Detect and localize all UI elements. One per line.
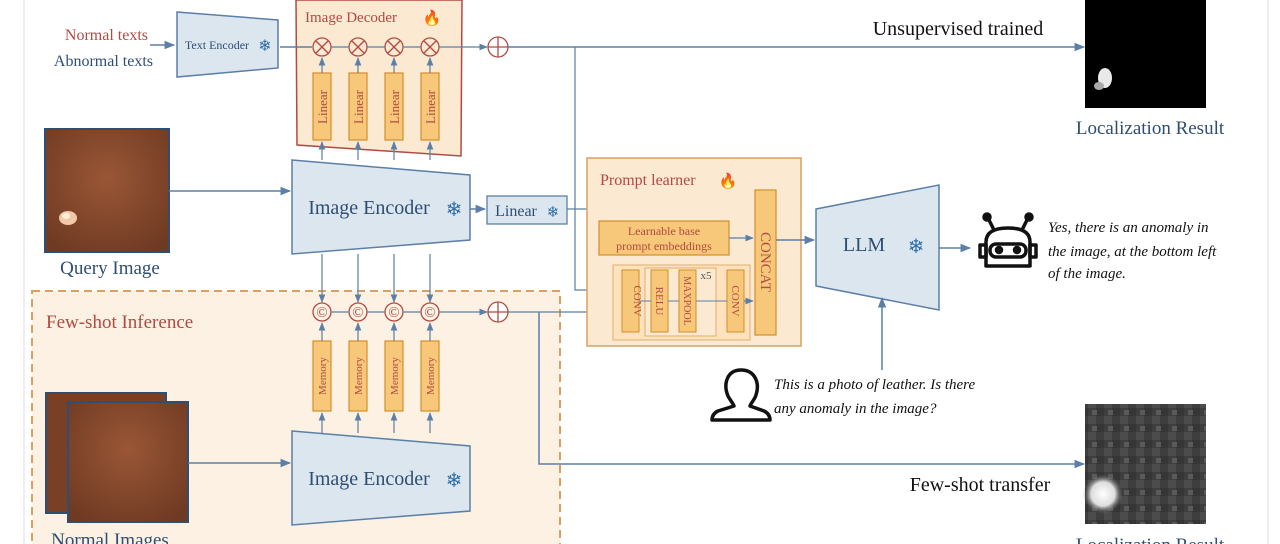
svg-text:©: © [352, 305, 363, 321]
linear-projection-label: Linear [495, 203, 537, 220]
snowflake-icon: ❄ [446, 468, 463, 492]
svg-text:©: © [424, 305, 435, 321]
svg-text:RELU: RELU [653, 287, 665, 316]
svg-text:Learnable base: Learnable base [628, 224, 700, 238]
svg-text:©: © [388, 305, 399, 321]
image-decoder-title: Image Decoder [305, 10, 397, 26]
image-encoder-bottom-label: Image Encoder [308, 468, 430, 490]
linear-block-1: Linear [312, 72, 332, 141]
snowflake-icon: ❄ [908, 234, 925, 258]
maxpool-block: MAXPOOL [678, 269, 697, 333]
svg-text:Memory: Memory [353, 357, 365, 395]
memory-block-3: Memory [384, 340, 404, 412]
linear-block-2: Linear [348, 72, 368, 141]
answer-line-2: the image, at the bottom left [1048, 244, 1217, 260]
add-op-top [487, 36, 509, 58]
prompt-learner-title: Prompt learner [600, 172, 696, 189]
llm-block [815, 184, 940, 311]
answer-line-3: of the image. [1048, 266, 1126, 282]
svg-text:Memory: Memory [389, 357, 401, 395]
user-icon [710, 368, 772, 422]
question-line-2: any anomaly in the image? [774, 401, 937, 417]
fire-icon: 🔥 [423, 9, 442, 27]
svg-text:Linear: Linear [351, 89, 366, 124]
svg-text:Linear: Linear [315, 89, 330, 124]
normal-image-front [67, 401, 189, 523]
text-encoder-block [176, 11, 279, 78]
localization-result-top-label: Localization Result [1076, 118, 1225, 139]
svg-text:CONV: CONV [729, 285, 741, 316]
few-shot-inference-title: Few-shot Inference [46, 312, 193, 333]
robot-icon [978, 212, 1038, 268]
add-op-bottom [487, 301, 509, 323]
multiply-op-3 [384, 37, 404, 57]
multiply-op-1 [312, 37, 332, 57]
image-encoder-top-block [291, 159, 471, 255]
localization-result-top-image [1085, 0, 1206, 108]
image-encoder-top-label: Image Encoder [308, 197, 430, 219]
svg-text:©: © [316, 305, 327, 321]
image-encoder-bottom-block [291, 430, 471, 526]
concat-op-3: © [384, 302, 404, 322]
relu-block: RELU [650, 269, 669, 333]
svg-text:Linear: Linear [423, 89, 438, 124]
svg-text:Linear: Linear [387, 89, 402, 124]
normal-texts-label: Normal texts [65, 27, 148, 44]
concat-label: CONCAT [757, 232, 773, 292]
svg-text:CONV: CONV [631, 285, 643, 316]
memory-block-1: Memory [312, 340, 332, 412]
memory-block-2: Memory [348, 340, 368, 412]
conv-block-1: CONV [621, 269, 643, 333]
repeat-count-label: x5 [701, 270, 713, 282]
linear-block-4: Linear [420, 72, 440, 141]
svg-text:MAXPOOL: MAXPOOL [681, 276, 692, 325]
memory-block-4: Memory [420, 340, 440, 412]
normal-images-label: Normal Images [51, 530, 169, 544]
linear-block-3: Linear [384, 72, 404, 141]
unsupervised-trained-label: Unsupervised trained [873, 18, 1044, 40]
concat-block [754, 189, 777, 336]
concat-op-1: © [312, 302, 332, 322]
fire-icon: 🔥 [719, 172, 738, 190]
multiply-op-4 [420, 37, 440, 57]
few-shot-transfer-label: Few-shot transfer [910, 474, 1051, 496]
localization-result-bottom-label: Localization Result [1076, 535, 1225, 544]
question-line-1: This is a photo of leather. Is there [774, 377, 975, 393]
svg-text:Memory: Memory [317, 357, 329, 395]
concat-op-2: © [348, 302, 368, 322]
snowflake-icon: ❄ [547, 203, 560, 221]
snowflake-icon: ❄ [446, 197, 463, 221]
concat-op-4: © [420, 302, 440, 322]
svg-text:Memory: Memory [425, 357, 437, 395]
answer-line-1: Yes, there is an anomaly in [1048, 220, 1209, 236]
llm-label: LLM [843, 234, 885, 256]
svg-text:prompt embeddings: prompt embeddings [616, 239, 712, 253]
text-encoder-label: Text Encoder [185, 38, 249, 52]
query-image-label: Query Image [60, 258, 160, 279]
conv-block-2: CONV [726, 269, 745, 333]
query-image [44, 128, 170, 253]
learnable-base-prompt-block [598, 220, 730, 256]
linear-projection-block [486, 195, 568, 225]
snowflake-icon: ❄ [258, 36, 271, 55]
multiply-op-2 [348, 37, 368, 57]
abnormal-texts-label: Abnormal texts [54, 53, 153, 70]
